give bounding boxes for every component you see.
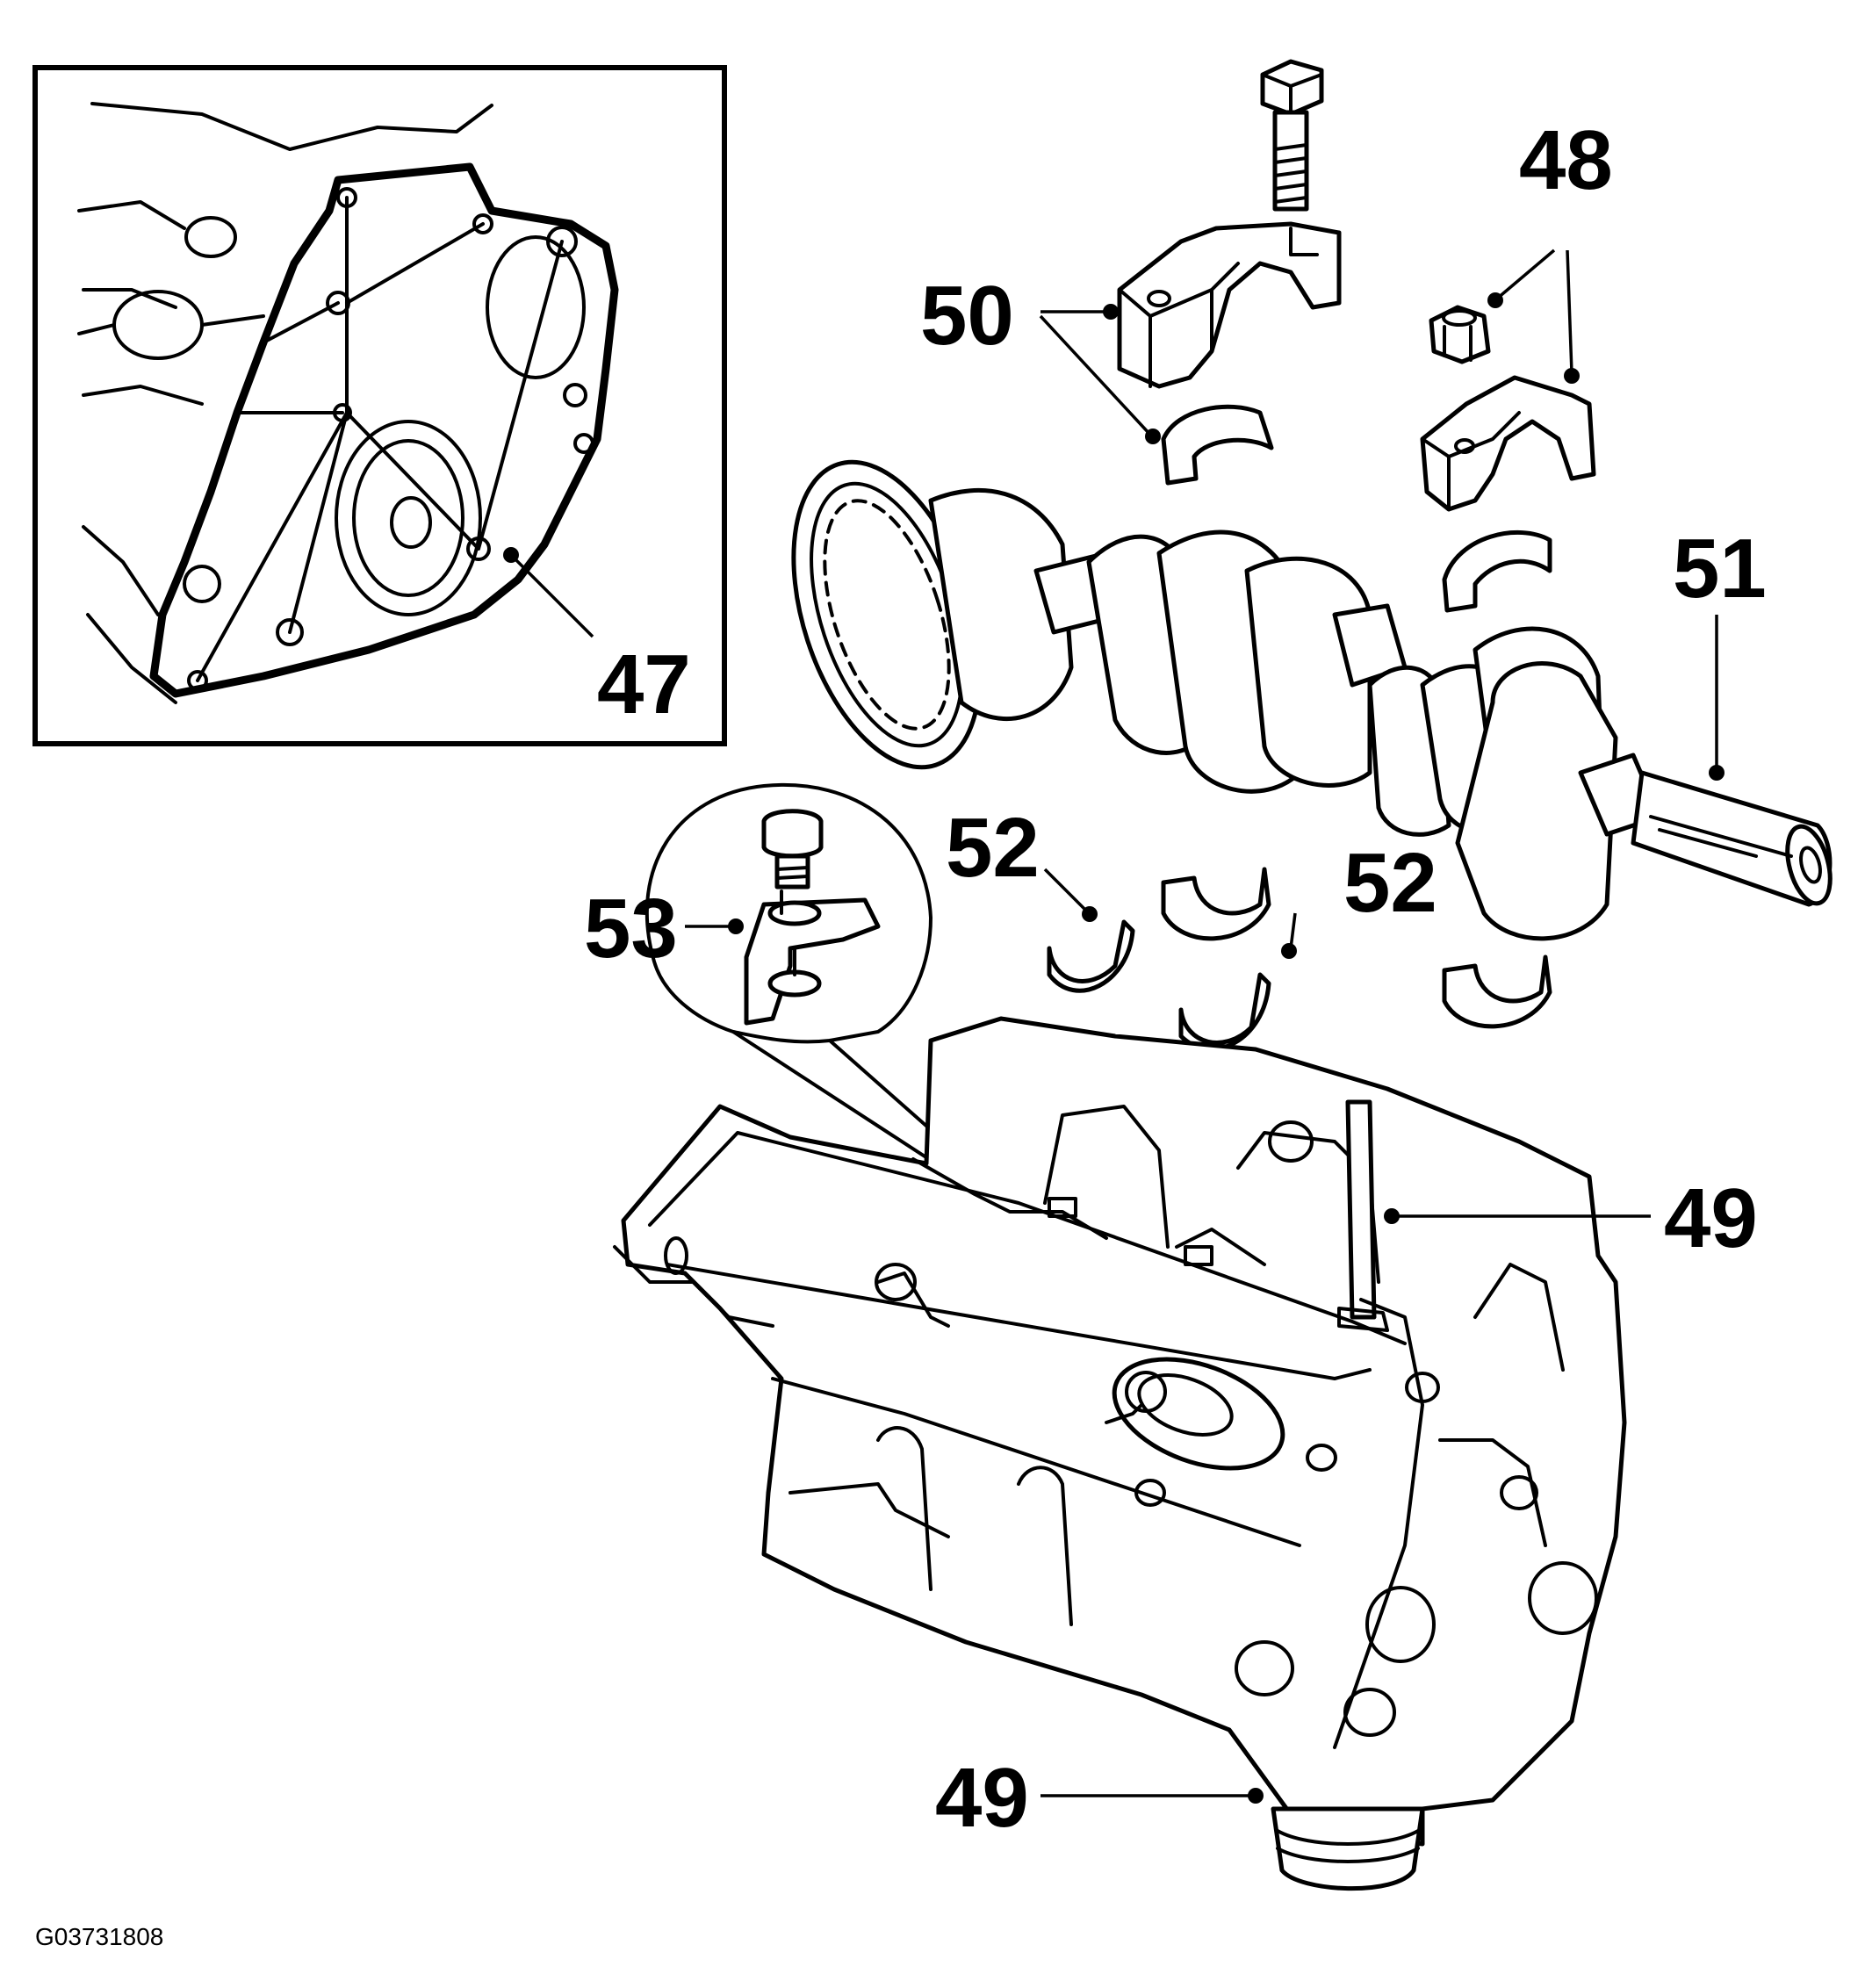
bearing-shells-lower: 52 52 bbox=[946, 801, 1552, 1052]
oil-jet-detail-view: 53 bbox=[584, 782, 1020, 1214]
callout-47: 47 bbox=[597, 637, 691, 731]
bearing-shell-48 bbox=[1442, 529, 1552, 613]
rear-main-seal-housing bbox=[1271, 1806, 1425, 1891]
callout-52a: 52 bbox=[946, 801, 1040, 895]
main-bearing-cap bbox=[1117, 221, 1342, 389]
engine-block: 49 49 bbox=[613, 1016, 1758, 1891]
callout-48: 48 bbox=[1519, 113, 1613, 207]
crankshaft: 51 bbox=[791, 459, 1833, 941]
oil-jet-bolt bbox=[761, 809, 824, 890]
callout-49a: 49 bbox=[1664, 1171, 1758, 1265]
figure-id: G03731808 bbox=[35, 1923, 163, 1950]
thrust-washer-1 bbox=[1047, 919, 1135, 993]
callout-52b: 52 bbox=[1343, 836, 1437, 930]
inset-timing-cover-panel: 47 bbox=[32, 65, 727, 746]
bearing-shell-lower-2 bbox=[1442, 954, 1552, 1029]
timing-cover-drawing bbox=[77, 102, 619, 704]
bearing-shell-lower-1 bbox=[1161, 867, 1271, 941]
main-bearing-cap-assembly: 50 bbox=[920, 59, 1342, 486]
thrust-washer-2 bbox=[1178, 972, 1271, 1052]
callout-53: 53 bbox=[584, 882, 678, 976]
block-stud bbox=[1345, 1099, 1377, 1320]
bearing-cap-48 bbox=[1420, 375, 1596, 512]
callout-49b: 49 bbox=[935, 1751, 1029, 1845]
callout-51: 51 bbox=[1673, 522, 1767, 616]
callout-50: 50 bbox=[920, 269, 1014, 363]
cap-nut bbox=[1429, 305, 1491, 364]
cover-gasket-outline bbox=[149, 162, 619, 698]
bearing-shell-upper-50 bbox=[1161, 404, 1274, 486]
bearing-cap-and-nut-assembly: 48 bbox=[1420, 113, 1613, 613]
main-bearing-bolt bbox=[1260, 59, 1324, 212]
